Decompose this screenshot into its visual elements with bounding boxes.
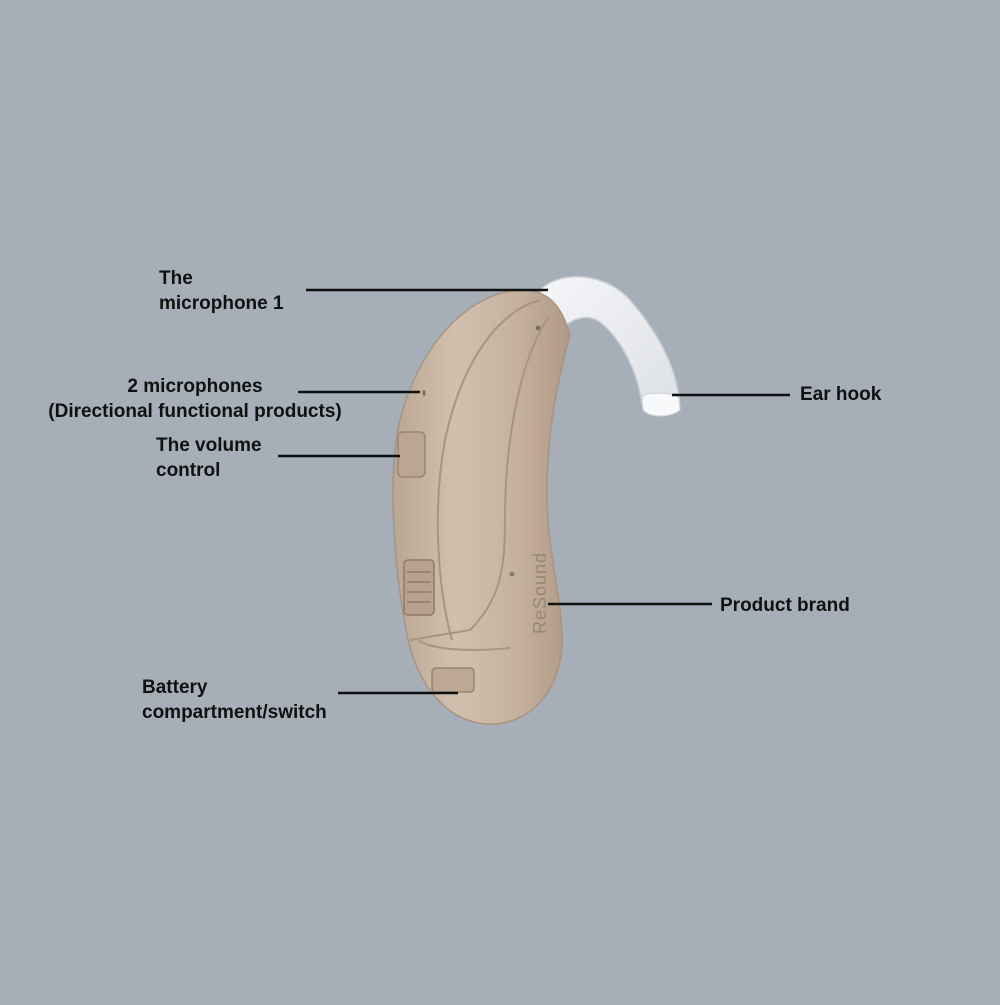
label-volume-control-line2: control xyxy=(156,460,221,481)
microphone-2-port xyxy=(422,390,426,396)
ear-hook-tip xyxy=(641,392,681,417)
battery-compartment-seam xyxy=(417,639,511,651)
label-microphone-1-line1: The xyxy=(159,268,193,289)
microphone-1-port xyxy=(535,325,541,331)
label-product-brand-line1: Product brand xyxy=(720,595,850,616)
device-body xyxy=(392,289,571,725)
label-volume-control: The volume control xyxy=(156,433,262,483)
label-two-microphones-line2: (Directional functional products) xyxy=(48,401,342,422)
label-ear-hook-line1: Ear hook xyxy=(800,384,882,405)
label-ear-hook: Ear hook xyxy=(800,382,881,407)
label-product-brand: Product brand xyxy=(720,593,850,618)
indicator-dot xyxy=(509,571,515,577)
switch-wheel xyxy=(403,559,435,616)
label-two-microphones-line1: 2 microphones xyxy=(127,376,263,397)
brand-print: ReSound xyxy=(530,552,550,634)
volume-control-button xyxy=(397,431,426,478)
label-battery-compartment: Battery compartment/switch xyxy=(142,675,327,725)
label-microphone-1-line2: microphone 1 xyxy=(159,293,284,314)
label-two-microphones: 2 microphones (Directional functional pr… xyxy=(30,374,360,424)
battery-door-tab xyxy=(431,667,475,693)
label-microphone-1: The microphone 1 xyxy=(159,266,284,316)
label-battery-line2: compartment/switch xyxy=(142,702,327,723)
label-battery-line1: Battery xyxy=(142,677,208,698)
panel-seam xyxy=(436,299,541,641)
label-volume-control-line1: The volume xyxy=(156,435,262,456)
panel-seam-2 xyxy=(409,317,549,641)
